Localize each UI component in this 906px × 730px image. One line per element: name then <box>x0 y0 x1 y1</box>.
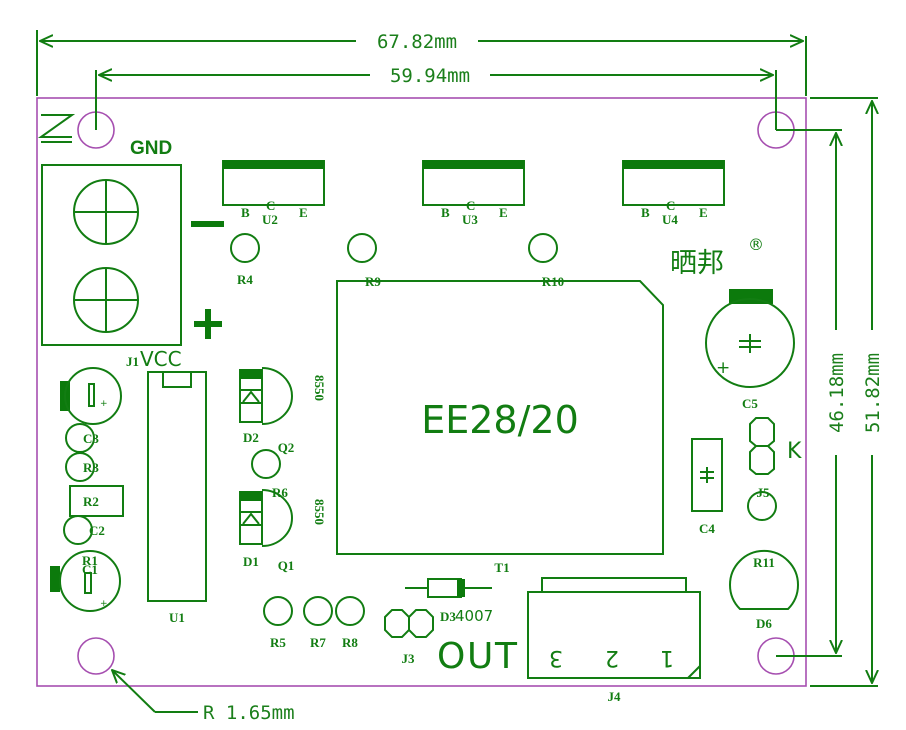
capacitor-c2: C2 <box>63 515 105 545</box>
j5-k-label: K <box>787 439 802 464</box>
svg-text:R11: R11 <box>753 555 775 570</box>
dimension-hole-y-label: 46.18mm <box>826 353 848 433</box>
svg-text:U1: U1 <box>169 610 185 625</box>
svg-text:2: 2 <box>605 645 619 670</box>
svg-text:D3: D3 <box>440 609 456 624</box>
svg-text:3: 3 <box>549 645 563 670</box>
dimension-hole-spacing-y: 46.18mm <box>776 129 848 657</box>
svg-text:C2: C2 <box>89 523 105 538</box>
diode-d2: D2 <box>239 369 263 445</box>
minus-sign-icon <box>191 221 224 227</box>
svg-text:Q1: Q1 <box>278 558 295 573</box>
svg-text:C4: C4 <box>699 521 715 536</box>
svg-text:C5: C5 <box>742 396 758 411</box>
diode-d1: D1 <box>239 491 263 569</box>
svg-text:R1: R1 <box>82 553 98 568</box>
svg-text:E: E <box>499 205 508 220</box>
z-mark-icon <box>37 114 76 143</box>
svg-text:Q2: Q2 <box>278 440 295 455</box>
svg-text:B: B <box>641 205 650 220</box>
capacitor-c4: C4 <box>691 438 723 536</box>
capacitor-c3: C3 <box>65 423 99 453</box>
resistor-r7: R7 <box>303 596 333 650</box>
dimension-hole-spacing-x: 59.94mm <box>95 65 777 130</box>
svg-text:J3: J3 <box>402 651 416 666</box>
svg-text:+: + <box>100 399 108 409</box>
u2-label: U2 <box>262 212 278 227</box>
diode-d3: D3 4007 <box>405 578 493 625</box>
transformer-model-label: EE28/20 <box>421 398 579 442</box>
resistor-r2: R2 <box>69 485 124 517</box>
svg-text:D6: D6 <box>756 616 772 631</box>
capacitor-c1: R1 C1 + <box>50 550 121 612</box>
connector-j4: 3 2 1 J4 <box>527 577 701 704</box>
svg-text:B: B <box>241 205 250 220</box>
u4-label: U4 <box>662 212 678 227</box>
transistor-q2: 8550 Q2 <box>261 367 327 455</box>
svg-text:R5: R5 <box>270 635 286 650</box>
transistor-q1: 8550 Q1 <box>261 489 327 573</box>
regulator-u3: B C E U3 <box>422 160 525 227</box>
svg-text:C: C <box>466 198 475 213</box>
connector-j3: J3 <box>384 609 434 666</box>
mounting-hole-bottom-left <box>77 637 115 675</box>
svg-text:J4: J4 <box>608 689 622 704</box>
svg-text:8550: 8550 <box>312 375 327 401</box>
svg-text:E: E <box>299 205 308 220</box>
hole-radius-label: R 1.65mm <box>203 702 295 724</box>
board-outline <box>36 97 807 687</box>
dimension-height-label: 51.82mm <box>862 353 884 433</box>
resistor-r5: R5 <box>263 596 293 650</box>
svg-text:R7: R7 <box>310 635 326 650</box>
svg-text:E: E <box>699 205 708 220</box>
regulator-u4: B C E U4 <box>622 160 725 227</box>
connector-j1: J1 <box>41 164 182 369</box>
svg-text:4007: 4007 <box>455 607 493 625</box>
connector-j5: K J5 <box>747 417 802 521</box>
resistor-r6: R6 <box>251 449 288 500</box>
svg-text:8550: 8550 <box>312 499 327 525</box>
out-label: OUT <box>437 636 518 677</box>
capacitor-electrolytic-top: + <box>60 367 122 425</box>
transformer-t1: EE28/20 T1 <box>336 280 664 575</box>
svg-text:R3: R3 <box>83 460 99 475</box>
svg-text:C: C <box>266 198 275 213</box>
resistor-r3: R3 <box>65 452 99 482</box>
u3-label: U3 <box>462 212 478 227</box>
svg-text:C: C <box>666 198 675 213</box>
resistor-r8: R8 <box>335 596 365 650</box>
capacitor-c5: + C5 <box>705 289 795 411</box>
gnd-label: GND <box>130 138 172 159</box>
svg-text:R8: R8 <box>342 635 358 650</box>
j1-label: J1 <box>126 354 139 369</box>
resistor-r4: R4 <box>230 233 260 287</box>
dimension-overall-height: 51.82mm <box>810 97 884 687</box>
dimension-hole-x-label: 59.94mm <box>390 65 470 87</box>
svg-text:D1: D1 <box>243 554 259 569</box>
svg-text:1: 1 <box>660 645 674 670</box>
dimension-width-label: 67.82mm <box>377 31 457 53</box>
svg-text:+: + <box>100 599 108 609</box>
svg-text:R4: R4 <box>237 272 253 287</box>
brand-name: 晒邦 <box>670 248 724 279</box>
ic-u1: U1 <box>147 371 207 625</box>
vcc-label: VCC <box>140 347 182 371</box>
registered-mark-icon: ® <box>748 235 764 254</box>
svg-text:R6: R6 <box>272 485 288 500</box>
svg-text:C3: C3 <box>83 431 99 446</box>
dimension-hole-radius: R 1.65mm <box>112 670 295 724</box>
svg-text:R2: R2 <box>83 494 99 509</box>
svg-text:+: + <box>716 358 730 378</box>
svg-text:J5: J5 <box>757 485 771 500</box>
t1-label: T1 <box>494 560 509 575</box>
svg-text:C1: C1 <box>82 562 98 577</box>
dimension-overall-width: 67.82mm <box>36 30 807 96</box>
svg-text:D2: D2 <box>243 430 259 445</box>
plus-sign-icon <box>194 309 222 339</box>
svg-text:B: B <box>441 205 450 220</box>
diode-d6: R11 D6 <box>729 550 799 631</box>
regulator-u2: B C E U2 <box>222 160 325 227</box>
